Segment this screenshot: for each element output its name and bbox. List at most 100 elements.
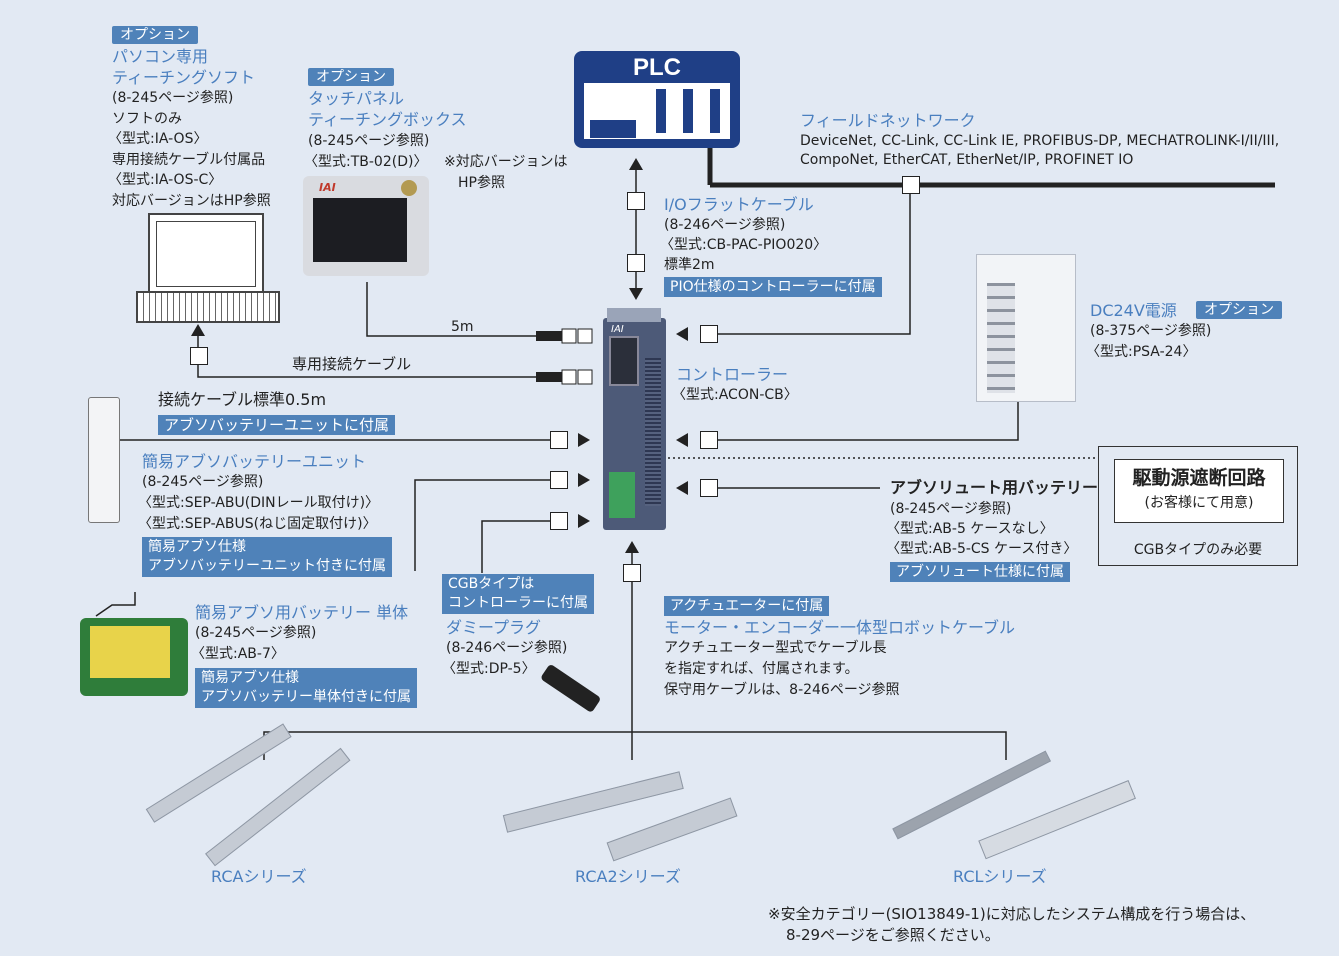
abu-ref: (8-245ページ参照): [142, 474, 264, 490]
single-batt-title: 簡易アブソ用バッテリー 単体: [195, 603, 409, 622]
io-cable-tag: PIO仕様のコントローラーに付属: [664, 277, 882, 297]
series-rcl: RCLシリーズ: [953, 867, 1047, 886]
dummy-tag-1: CGBタイプは: [448, 576, 535, 592]
abu-cable-tag: アブソバッテリーユニットに付属: [158, 415, 396, 435]
junction-box: [190, 347, 208, 365]
junction-box: [700, 479, 718, 497]
battery-label: [90, 626, 170, 678]
pc-soft-l3: 専用接続ケーブル付属品: [112, 152, 266, 168]
junction-box: [627, 254, 645, 272]
plc-slot: [683, 89, 693, 133]
pendant-ref: (8-245ページ参照): [308, 133, 430, 149]
pendant-note-2: HP参照: [458, 175, 505, 191]
junction-box: [700, 325, 718, 343]
laptop-icon: [148, 213, 264, 295]
series-rca2: RCA2シリーズ: [575, 867, 681, 886]
laptop-keyboard: [136, 291, 280, 323]
plc-slot: [656, 89, 666, 133]
dummy-model: 〈型式:DP-5〉: [442, 661, 536, 677]
junction-box: [700, 431, 718, 449]
footnote-1: ※安全カテゴリー(SIO13849-1)に対応したシステム構成を行う場合は、: [768, 905, 1256, 923]
plc-block: [590, 120, 636, 138]
controller-terminal: [609, 472, 635, 518]
shutoff-title: 駆動源遮断回路: [1132, 467, 1266, 489]
junction-box: [550, 431, 568, 449]
cable-5m-label: 5m: [451, 319, 474, 335]
robot-cable-l1: アクチュエーター型式でケーブル長: [664, 640, 887, 656]
shutoff-sub: (お客様にて用意): [1144, 495, 1254, 511]
connector-icon: [536, 328, 593, 344]
io-cable-model: 〈型式:CB-PAC-PIO020〉: [660, 237, 828, 253]
pendant-note-1: ※対応バージョンは: [444, 154, 568, 170]
psu-model: 〈型式:PSA-24〉: [1086, 344, 1197, 360]
battery-unit-icon: [88, 397, 120, 523]
controller-icon: IAI: [603, 308, 666, 530]
dummy-ref: (8-246ページ参照): [446, 640, 568, 656]
pc-soft-title-1: パソコン専用: [112, 47, 209, 66]
dummy-title: ダミープラグ: [446, 618, 542, 637]
abu-model-1: 〈型式:SEP-ABU(DINレール取付け)〉: [138, 495, 380, 511]
pendant-title-1: タッチパネル: [308, 89, 405, 108]
abu-model-2: 〈型式:SEP-ABUS(ねじ固定取付け)〉: [138, 516, 377, 532]
dummy-tag-2: コントローラーに付属: [448, 595, 588, 611]
abu-spec-tag: 簡易アブソ仕様 アブソバッテリーユニット付きに付属: [142, 537, 392, 577]
abs-batt-model-1: 〈型式:AB-5 ケースなし〉: [886, 521, 1054, 537]
connector-icon: [536, 369, 593, 385]
series-rca: RCAシリーズ: [211, 867, 307, 886]
fieldnet-list-2: CompoNet, EtherCAT, EtherNet/IP, PROFINE…: [800, 152, 1134, 168]
junction-box: [902, 176, 920, 194]
single-batt-spec-1: 簡易アブソ仕様: [201, 670, 299, 686]
abu-spec-2: アブソバッテリーユニット付きに付属: [148, 558, 386, 574]
drive-shutoff-block: 駆動源遮断回路 (お客様にて用意) CGBタイプのみ必要: [1098, 446, 1298, 566]
controller-top: [607, 308, 661, 322]
fieldnet-title: フィールドネットワーク: [800, 111, 976, 130]
single-batt-model: 〈型式:AB-7〉: [191, 646, 285, 662]
abu-spec-1: 簡易アブソ仕様: [148, 539, 246, 555]
pendant-knob: [401, 180, 417, 196]
laptop-screen-inner: [156, 221, 256, 287]
junction-box: [550, 471, 568, 489]
dummy-cgb-tag: CGBタイプは コントローラーに付属: [442, 574, 594, 614]
option-tag: オプション: [112, 26, 198, 44]
robot-cable-title: モーター・エンコーダー一体型ロボットケーブル: [664, 618, 1016, 637]
pc-soft-l5: 対応バージョンはHP参照: [112, 193, 271, 209]
junction-box: [623, 564, 641, 582]
abs-batt-model-2: 〈型式:AB-5-CS ケース付き〉: [886, 541, 1078, 557]
abs-batt-ref: (8-245ページ参照): [890, 501, 1012, 517]
junction-box: [627, 192, 645, 210]
robot-cable-tag: アクチュエーターに付属: [664, 596, 830, 616]
plc-unit: PLC: [574, 51, 740, 148]
psu-terminals: [987, 283, 1015, 393]
pendant-screen: [313, 198, 407, 262]
option-tag: オプション: [308, 68, 394, 86]
plc-label: PLC: [633, 54, 681, 81]
abu-title: 簡易アブソバッテリーユニット: [142, 452, 367, 471]
power-supply-icon: [976, 254, 1076, 402]
robot-cable-l2: を指定すれば、付属されます。: [664, 661, 859, 677]
io-cable-title: I/Oフラットケーブル: [664, 195, 814, 214]
io-cable-ref: (8-246ページ参照): [664, 217, 786, 233]
abu-cable-label: 接続ケーブル標準0.5m: [158, 390, 327, 409]
battery-pack-icon: [80, 618, 188, 696]
psu-ref: (8-375ページ参照): [1090, 323, 1212, 339]
shutoff-inner: 駆動源遮断回路 (お客様にて用意): [1114, 459, 1284, 523]
pc-soft-l1: ソフトのみ: [112, 111, 182, 127]
abs-batt-title: アブソリュート用バッテリー: [890, 478, 1099, 497]
controller-vent: [645, 358, 661, 506]
controller-model: 〈型式:ACON-CB〉: [672, 387, 798, 403]
pc-soft-title-2: ティーチングソフト: [112, 68, 256, 87]
robot-cable-l3: 保守用ケーブルは、8-246ページ参照: [664, 682, 900, 698]
plc-slot: [710, 89, 720, 133]
controller-connector: [609, 336, 639, 386]
junction-box: [550, 512, 568, 530]
controller-title: コントローラー: [676, 365, 789, 384]
fieldnet-list-1: DeviceNet, CC-Link, CC-Link IE, PROFIBUS…: [800, 133, 1280, 149]
shutoff-note: CGBタイプのみ必要: [1133, 542, 1263, 558]
teaching-pendant-icon: IAI: [303, 176, 429, 276]
pc-soft-l4: 〈型式:IA-OS-C〉: [108, 172, 223, 188]
pc-soft-l2: 〈型式:IA-OS〉: [108, 131, 208, 147]
pendant-brand: IAI: [319, 181, 336, 194]
dedicated-cable-label: 専用接続ケーブル: [292, 355, 412, 373]
psu-title: DC24V電源: [1090, 301, 1177, 320]
footnote-2: 8-29ページをご参照ください。: [786, 926, 1000, 944]
